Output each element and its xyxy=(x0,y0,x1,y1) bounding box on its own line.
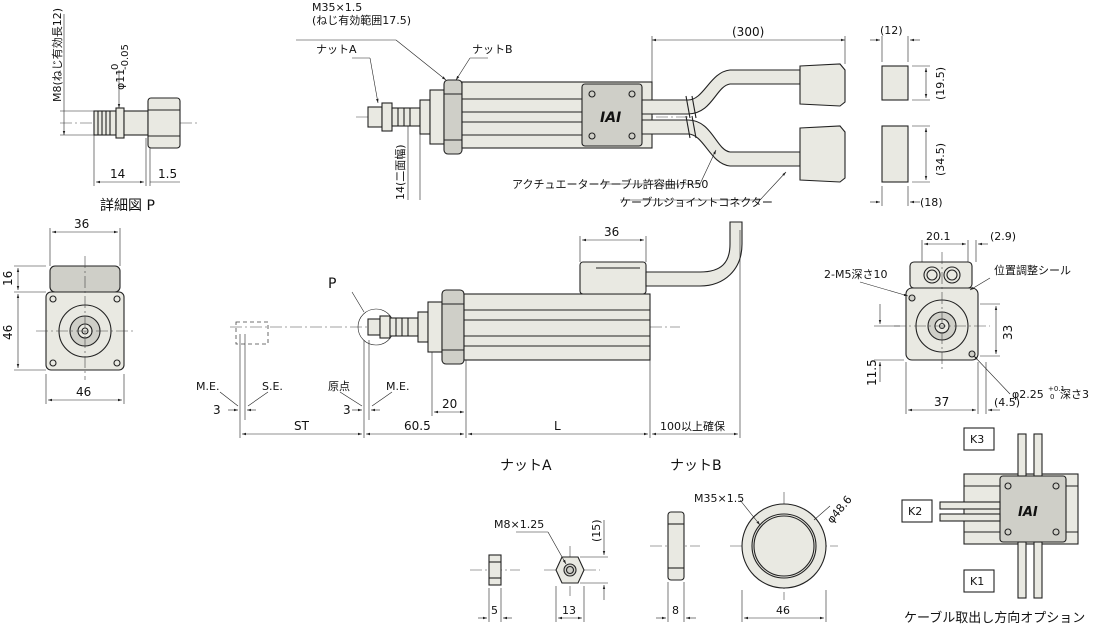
nut-b-dim-8: 8 xyxy=(672,604,679,617)
conn-dim-34-5: (34.5) xyxy=(934,143,947,176)
detail-dim-14: 14 xyxy=(110,167,125,181)
top-plug-upper xyxy=(799,63,846,107)
option-logo: IAI xyxy=(1018,505,1038,520)
connector-end-upper xyxy=(881,65,909,101)
top-thread-label: M35×1.5 xyxy=(312,1,362,14)
nut-a-dim-5: 5 xyxy=(491,604,498,617)
connector-end-views xyxy=(870,36,930,206)
detail-tol-lower: -0.05 xyxy=(120,44,131,70)
top-thread-range: (ねじ有効範囲17.5) xyxy=(312,13,411,27)
rear-dim-37: 37 xyxy=(934,395,949,409)
front-dim-36: 36 xyxy=(74,217,89,231)
side-top-connector xyxy=(579,261,647,295)
detail-p-view xyxy=(60,14,200,186)
connector-end-lower xyxy=(881,125,909,183)
rear-pin-hole: φ2.25 xyxy=(1012,388,1044,401)
front-dim-46-h: 46 xyxy=(76,385,91,399)
rear-m5-label: 2-M5深さ10 xyxy=(824,268,887,281)
nut-b-title: ナットB xyxy=(670,458,722,474)
side-dim-60-5: 60.5 xyxy=(404,419,431,433)
rear-dim-4-5: (4.5) xyxy=(994,396,1020,409)
side-dim-3-left: 3 xyxy=(213,403,221,417)
side-view xyxy=(219,221,743,438)
nut-a-dim-15: (15) xyxy=(590,519,603,542)
nut-a-dim-13: 13 xyxy=(562,604,576,617)
top-connector-box xyxy=(581,83,643,147)
top-view xyxy=(296,36,846,201)
top-nut-b-label: ナットB xyxy=(472,43,513,56)
cable-option-view xyxy=(901,427,1079,599)
nut-a-view xyxy=(470,520,608,622)
side-actuator-body xyxy=(463,293,651,361)
rear-dim-11-5: 11.5 xyxy=(865,359,879,386)
rear-pin-depth: 深さ3 xyxy=(1060,388,1089,401)
side-nut-b xyxy=(441,289,465,365)
nut-b-thread: M35×1.5 xyxy=(694,492,744,505)
nut-a-thread: M8×1.25 xyxy=(494,518,544,531)
side-dim-36: 36 xyxy=(604,225,619,239)
detail-caption: 詳細図 P xyxy=(100,198,155,214)
rear-seal-label: 位置調整シール xyxy=(994,263,1071,277)
rear-dim-33: 33 xyxy=(1001,325,1015,340)
top-rod-end xyxy=(367,106,383,128)
detail-thread-label: M8(ねじ有効長12) xyxy=(50,8,64,102)
nut-b-ring xyxy=(741,503,827,589)
nut-b-view xyxy=(650,492,838,622)
top-logo: IAI xyxy=(600,110,621,126)
side-p-label: P xyxy=(328,276,336,292)
side-cable-clearance: 100以上確保 xyxy=(660,419,725,433)
side-se: S.E. xyxy=(262,380,283,393)
top-nut-b xyxy=(443,79,463,155)
front-dim-16: 16 xyxy=(1,271,15,286)
detail-body xyxy=(147,97,181,149)
option-k2: K2 xyxy=(908,505,922,518)
rear-dim-2-9: (2.9) xyxy=(990,230,1016,243)
option-k1-box xyxy=(963,569,995,593)
rear-pin-tol-upper: +0.1 xyxy=(1048,385,1065,393)
option-k3-box xyxy=(963,427,995,451)
side-origin: 原点 xyxy=(328,380,350,393)
option-caption: ケーブル取出し方向オプション xyxy=(904,610,1085,626)
nut-b-side xyxy=(667,511,685,581)
side-me-right: M.E. xyxy=(386,380,409,393)
top-cable-bend-note: アクチュエーターケーブル許容曲げR50 xyxy=(512,177,708,191)
option-k2-box xyxy=(901,499,933,523)
side-dim-20: 20 xyxy=(442,397,457,411)
nut-b-dim-46: 46 xyxy=(776,604,790,617)
front-dim-46-v: 46 xyxy=(1,325,15,340)
detail-phi-label: φ11 xyxy=(114,69,127,90)
top-nut-a-label: ナットA xyxy=(316,43,357,56)
detail-thread-pin xyxy=(93,110,117,136)
option-k3: K3 xyxy=(970,433,984,446)
side-st: ST xyxy=(294,419,310,433)
side-me-left: M.E. xyxy=(196,380,219,393)
top-joint-connector: ケーブルジョイントコネクター xyxy=(620,195,773,209)
front-view xyxy=(14,228,134,404)
nut-a-title: ナットA xyxy=(500,458,552,474)
rear-dim-20-1: 20.1 xyxy=(926,230,951,243)
conn-dim-19-5: (19.5) xyxy=(934,67,947,100)
option-k1: K1 xyxy=(970,575,984,588)
rear-top-block xyxy=(909,261,973,289)
top-dim-300: (300) xyxy=(732,25,764,39)
conn-dim-12: (12) xyxy=(880,24,903,37)
conn-dim-18: (18) xyxy=(920,196,943,209)
detail-dim-1-5: 1.5 xyxy=(158,167,177,181)
nut-a-side xyxy=(488,554,502,586)
detail-tol-upper: 0 xyxy=(110,64,121,70)
rear-view xyxy=(859,240,1011,414)
nut-b-phi: φ48.6 xyxy=(824,493,854,526)
side-dim-l: L xyxy=(554,419,561,433)
side-dim-3-right: 3 xyxy=(343,403,351,417)
top-plug-lower xyxy=(799,125,846,183)
rear-pin-tol-lower: 0 xyxy=(1050,393,1054,401)
top-across-flats: 14(二面幅) xyxy=(394,144,407,200)
